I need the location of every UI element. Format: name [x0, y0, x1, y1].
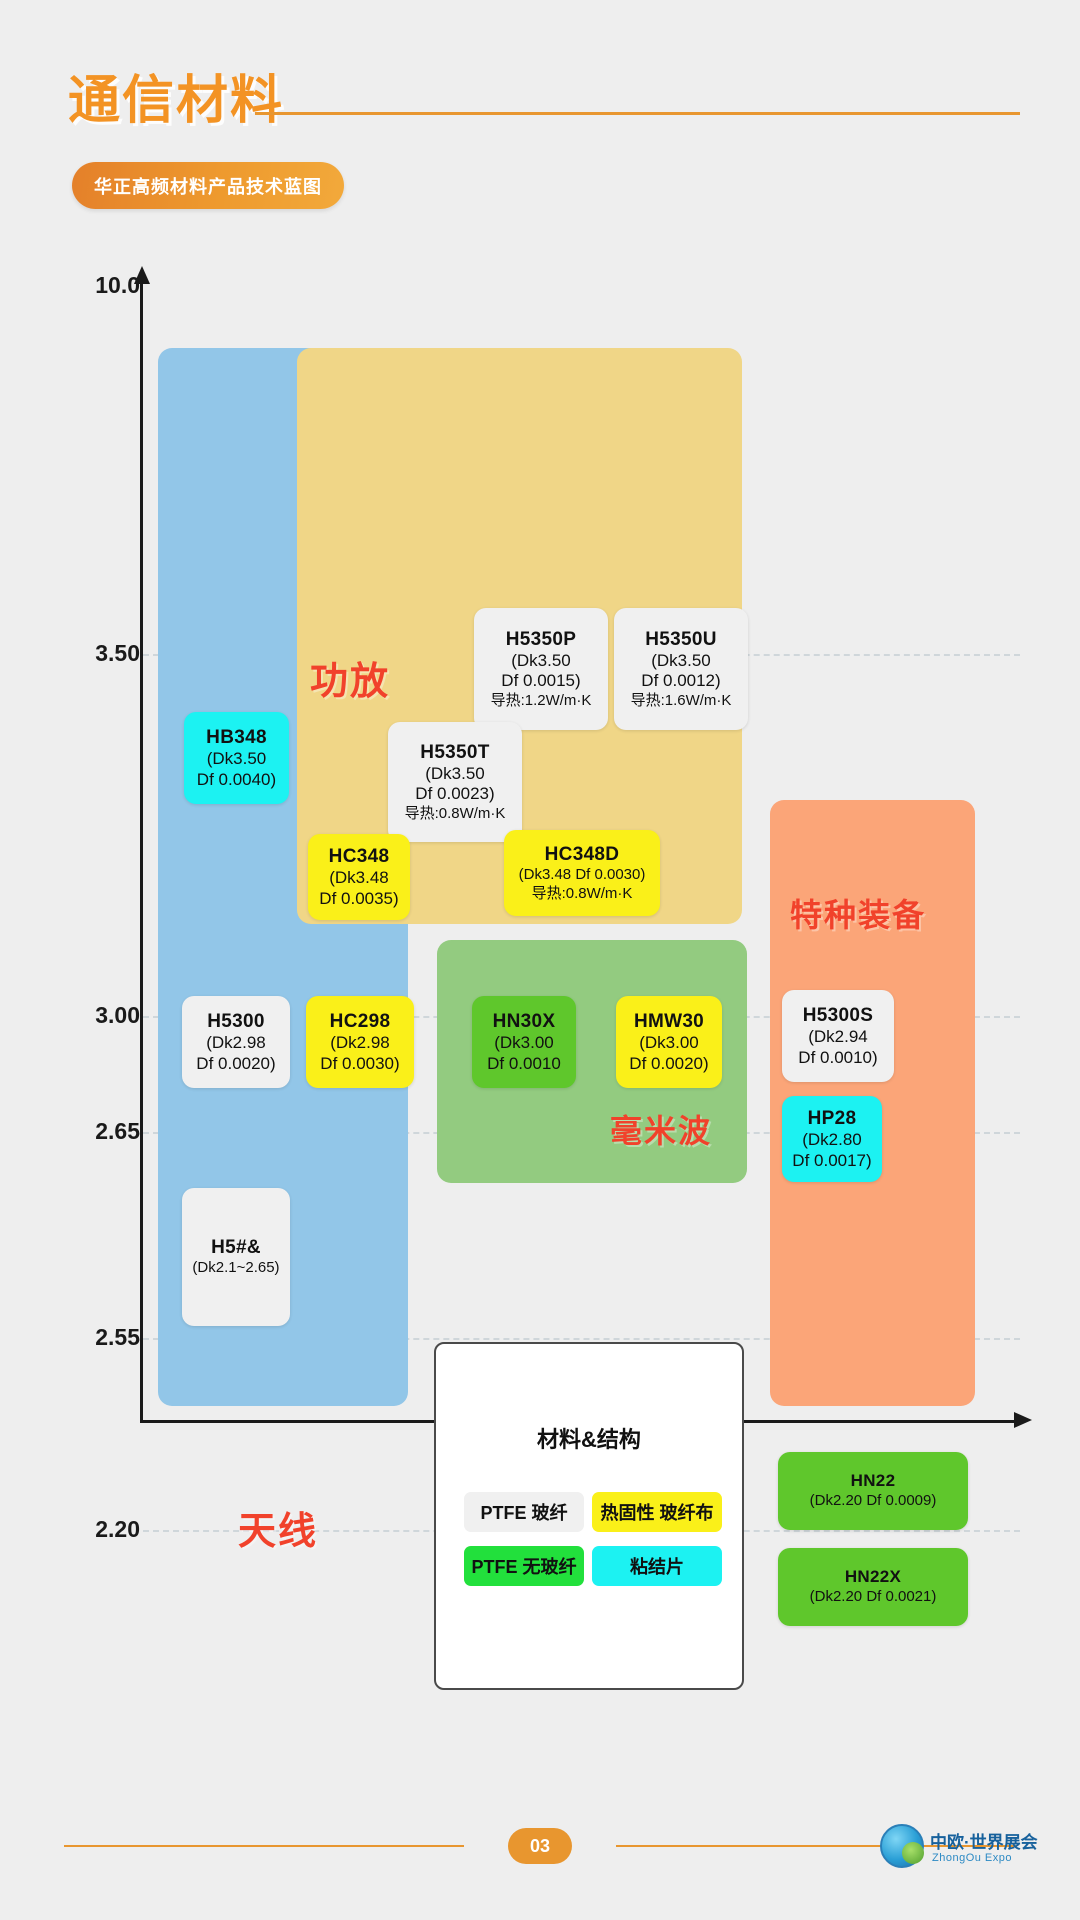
band-label-millimeter-wave: 毫米波 [610, 1113, 713, 1149]
page-header: 通信材料 华正高频材料产品技术蓝图 [0, 0, 1080, 209]
globe-icon [880, 1824, 924, 1868]
materials-box-title: 材料&结构 [537, 1427, 641, 1452]
product-card-hc348d[interactable]: HC348D (Dk3.48 Df 0.0030) 导热:0.8W/m·K [504, 830, 660, 916]
product-card-h5350p[interactable]: H5350P (Dk3.50 Df 0.0015) 导热:1.2W/m·K [474, 608, 608, 730]
chip-ptfe-no-glass[interactable]: PTFE 无玻纤 [464, 1546, 584, 1586]
product-card-hmw30[interactable]: HMW30 (Dk3.00 Df 0.0020) [616, 996, 722, 1088]
footer-divider-right [616, 1845, 1016, 1847]
chip-bonding-sheet[interactable]: 粘结片 [592, 1546, 722, 1586]
product-card-h5-series[interactable]: H5#& (Dk2.1~2.65) [182, 1188, 290, 1326]
product-card-h5300s[interactable]: H5300S (Dk2.94 Df 0.0010) [782, 990, 894, 1082]
title-divider [255, 112, 1020, 115]
product-card-hb348[interactable]: HB348 (Dk3.50 Df 0.0040) [184, 712, 289, 804]
product-card-h5300[interactable]: H5300 (Dk2.98 Df 0.0020) [182, 996, 290, 1088]
y-tick-2.20: 2.20 [95, 1516, 140, 1542]
materials-structure-box: 材料&结构 PTFE 玻纤 热固性 玻纤布 PTFE 无玻纤 粘结片 [434, 1342, 744, 1690]
product-card-hp28[interactable]: HP28 (Dk2.80 Df 0.0017) [782, 1096, 882, 1182]
logo-text-en: ZhongOu Expo [932, 1852, 1012, 1864]
product-card-hn22[interactable]: HN22 (Dk2.20 Df 0.0009) [778, 1452, 968, 1530]
chip-thermoset-glass-cloth[interactable]: 热固性 玻纤布 [592, 1492, 722, 1532]
page-number-badge: 03 [508, 1828, 572, 1864]
band-label-special-equipment: 特种装备 [790, 897, 927, 933]
product-card-hn30x[interactable]: HN30X (Dk3.00 Df 0.0010 [472, 996, 576, 1088]
y-tick-10.0: 10.0 [95, 272, 140, 298]
y-tick-3.00: 3.00 [95, 1002, 140, 1028]
y-tick-3.50: 3.50 [95, 640, 140, 666]
product-card-hc348[interactable]: HC348 (Dk3.48 Df 0.0035) [308, 834, 410, 920]
subtitle-badge: 华正高频材料产品技术蓝图 [72, 162, 344, 209]
chip-ptfe-glass[interactable]: PTFE 玻纤 [464, 1492, 584, 1532]
page-title: 通信材料 [68, 72, 285, 130]
gridline-2.55 [143, 1338, 1020, 1340]
y-axis-arrow [134, 266, 150, 284]
product-card-hn22x[interactable]: HN22X (Dk2.20 Df 0.0021) [778, 1548, 968, 1626]
product-card-h5350u[interactable]: H5350U (Dk3.50 Df 0.0012) 导热:1.6W/m·K [614, 608, 748, 730]
product-card-hc298[interactable]: HC298 (Dk2.98 Df 0.0030) [306, 996, 414, 1088]
band-label-power-amplifier: 功放 [310, 661, 391, 703]
expo-logo: 中欧·世界展会 ZhongOu Expo [880, 1818, 1040, 1878]
y-tick-2.55: 2.55 [95, 1324, 140, 1350]
y-axis-line [140, 282, 143, 1422]
x-axis-arrow [1014, 1412, 1032, 1428]
y-tick-2.65: 2.65 [95, 1118, 140, 1144]
band-label-antenna: 天线 [238, 1511, 319, 1553]
logo-text-cn: 中欧·世界展会 [930, 1833, 1038, 1852]
product-card-h5350t[interactable]: H5350T (Dk3.50 Df 0.0023) 导热:0.8W/m·K [388, 722, 522, 842]
footer-divider-left [64, 1845, 464, 1847]
